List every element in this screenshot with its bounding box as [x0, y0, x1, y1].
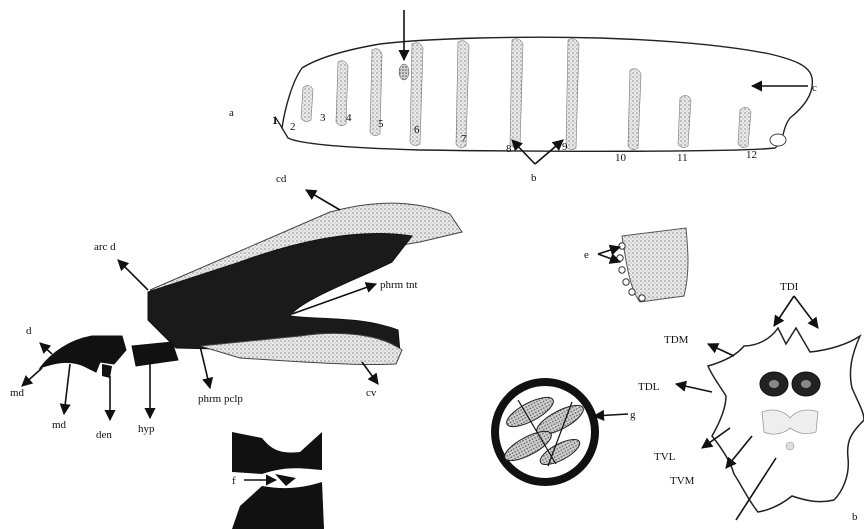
arrow-e-1: [598, 247, 620, 254]
arrow-cv: [362, 362, 378, 384]
larva-spiracle: [399, 64, 409, 80]
label-md-2: md: [52, 419, 67, 431]
segment-label-11: 11: [677, 152, 688, 164]
cross-section-b: TDI TDM TDL TVL TVM b: [638, 281, 864, 523]
label-f: f: [232, 475, 236, 487]
section-f-bridge: [275, 474, 296, 486]
arrow-tdi-left: [774, 296, 794, 326]
panel-b-label: b: [852, 511, 858, 523]
segment-label-12: 12: [746, 149, 757, 161]
mouth-hook: [40, 336, 126, 372]
label-tdm: TDM: [664, 334, 689, 346]
label-cd: cd: [276, 173, 287, 185]
label-tvm: TVM: [670, 475, 695, 487]
arrow-g: [594, 414, 628, 416]
label-hyp: hyp: [138, 423, 155, 435]
section-f-lower: [232, 482, 324, 529]
larva-posterior-spiracle: [770, 134, 786, 146]
segment-label-6: 6: [414, 124, 420, 136]
label-g: g: [630, 409, 636, 421]
label-md-1: md: [10, 387, 25, 399]
arrow-arc-d: [118, 260, 148, 290]
segment-label-5: 5: [378, 118, 384, 130]
cephalopharyngeal-skeleton: cd arc d phrm tnt d md md den hyp phrm p…: [10, 173, 462, 441]
label-d: d: [26, 325, 32, 337]
arrow-d: [40, 343, 52, 354]
label-tdl: TDL: [638, 381, 660, 393]
label-b: b: [531, 172, 537, 184]
arrow-md-1: [22, 368, 42, 386]
arrow-md-2: [64, 364, 70, 414]
larva-body-outline: [282, 37, 812, 151]
hypostomal-sclerite: [132, 342, 178, 366]
arrow-tdi-right: [794, 296, 818, 328]
dental-sclerite: [102, 364, 112, 378]
segment-label-8: 8: [506, 143, 512, 155]
tracheal-lumen-right: [801, 380, 811, 388]
label-phrm-tnt: phrm tnt: [380, 279, 418, 291]
label-arc-d: arc d: [94, 241, 116, 253]
segment-label-3: 3: [320, 112, 326, 124]
label-tdi: TDI: [780, 281, 799, 293]
label-cv: cv: [366, 387, 377, 399]
arrow-tdl: [676, 384, 712, 392]
tracheal-lumen-left: [769, 380, 779, 388]
segment-label-2: 2: [290, 121, 296, 133]
panel-a-label: a: [229, 107, 234, 119]
larva-drawing: a 1 2 3 4 5 6 7 8 9 10 11 12 c b: [229, 10, 817, 184]
section-f: f: [232, 432, 324, 529]
segment-label-7: 7: [461, 133, 467, 145]
arrow-phrm-pclp: [200, 346, 210, 388]
label-c: c: [812, 82, 817, 94]
segment-label-9: 9: [562, 141, 568, 153]
segment-label-10: 10: [615, 152, 627, 164]
arrow-tdm: [708, 344, 734, 356]
label-e: e: [584, 249, 589, 261]
segment-label-1: 1: [272, 113, 278, 127]
arrow-cd: [306, 190, 340, 210]
label-den: den: [96, 429, 112, 441]
label-tvl: TVL: [654, 451, 676, 463]
gut-lumen: [786, 442, 794, 450]
label-phrm-pclp: phrm pclp: [198, 393, 243, 405]
segment-label-4: 4: [346, 112, 352, 124]
section-f-upper: [232, 432, 322, 474]
section-g: g: [495, 382, 636, 482]
anterior-spiracle: e: [584, 228, 688, 302]
